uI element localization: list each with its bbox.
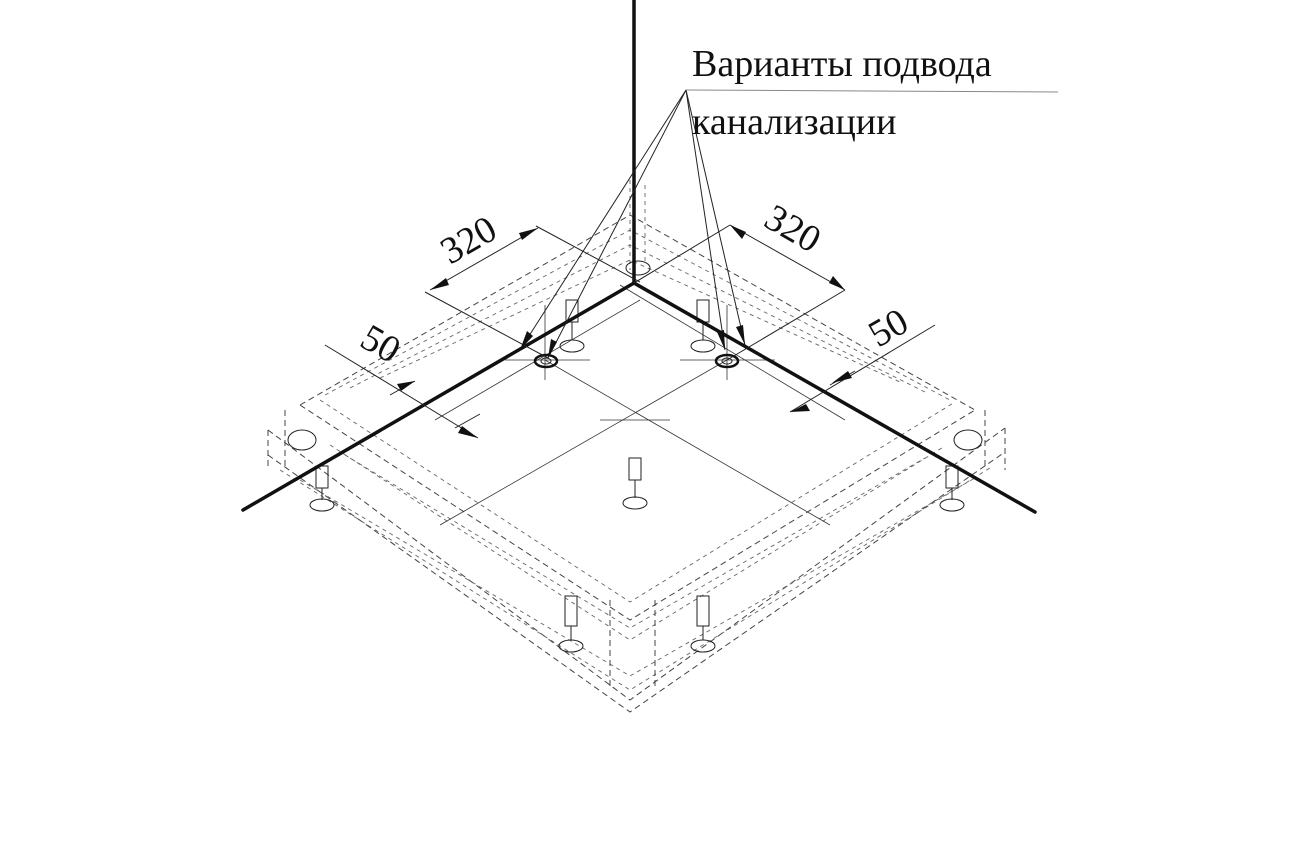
- tray-outline: [267, 180, 1006, 713]
- leg-left-back: [559, 299, 585, 353]
- dim-label-right-50: 50: [862, 300, 916, 355]
- callout-leaders: [519, 89, 1059, 359]
- callout-line-2: канализации: [692, 101, 896, 143]
- wall-axes: [241, 0, 1037, 514]
- drain-hole-right: [714, 353, 740, 369]
- dim-label-right-320: 320: [758, 196, 828, 261]
- leg-front-right: [690, 595, 716, 653]
- drain-hole-left: [533, 353, 559, 369]
- dimension-lines: [324, 224, 936, 439]
- drain-hole-back: [625, 260, 651, 276]
- drain-holes: [533, 260, 740, 369]
- callout-line-1: Варианты подвода: [692, 43, 992, 85]
- leg-center: [622, 457, 648, 510]
- center-lines: [434, 284, 846, 526]
- support-legs: [287, 299, 983, 653]
- dim-label-left-320: 320: [434, 208, 504, 273]
- leg-front-left: [558, 595, 584, 653]
- dim-label-left-50: 50: [354, 316, 408, 371]
